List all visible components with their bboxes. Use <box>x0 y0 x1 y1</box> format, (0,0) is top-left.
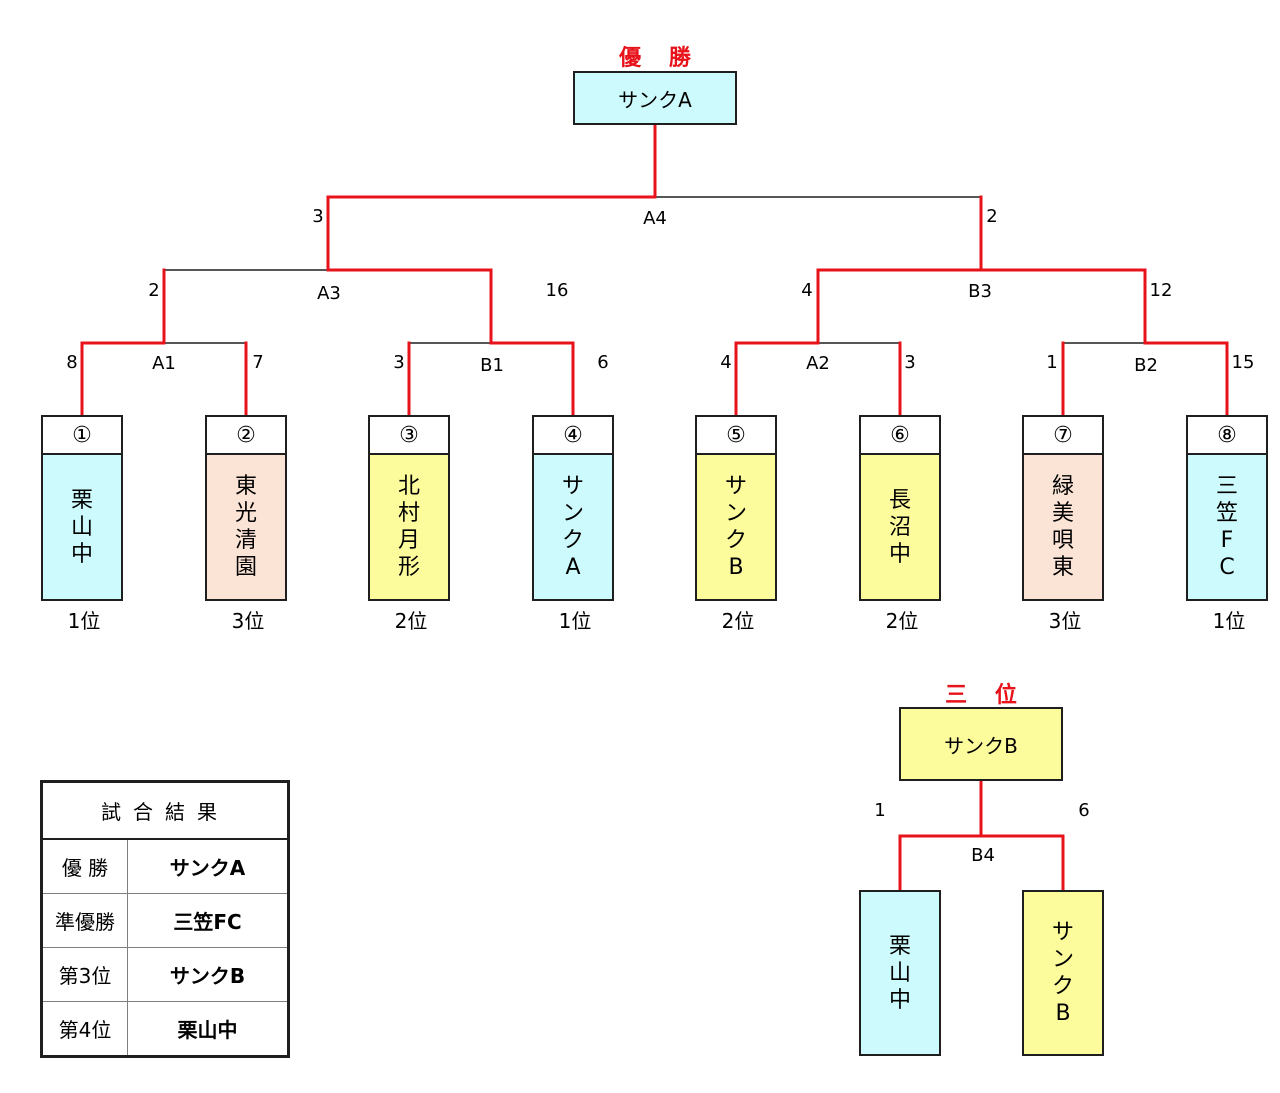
b3-right-score: 12 <box>1149 280 1173 301</box>
result-place: 第3位 <box>41 947 128 1002</box>
third-place-box: サンクB <box>899 707 1063 781</box>
team-number: ⑥ <box>859 415 941 453</box>
team-card: ⑥ 長 沼 中 <box>859 415 941 601</box>
b1-left-score: 3 <box>393 352 405 373</box>
team-rank: 2位 <box>885 609 919 633</box>
team-rank: 2位 <box>394 609 428 633</box>
result-team: サンクB <box>127 947 289 1002</box>
table-row: 優 勝 サンクA <box>41 838 289 894</box>
team-card: ③ 北 村 月 形 <box>368 415 450 601</box>
a1-right-score: 7 <box>252 352 264 373</box>
b4-left-score: 1 <box>874 800 886 821</box>
team-name: 栗 山 中 <box>41 453 123 601</box>
team-name: 緑 美 唄 東 <box>1022 453 1104 601</box>
a3-right-score: 16 <box>545 280 569 301</box>
team-rank: 1位 <box>1212 609 1246 633</box>
team-name: サ ン ク B <box>695 453 777 601</box>
b3-left-score: 4 <box>801 280 813 301</box>
a2-left-score: 4 <box>720 352 732 373</box>
champion-box: サンクA <box>573 71 737 125</box>
a1-left-score: 8 <box>66 352 78 373</box>
a4-right-score: 2 <box>986 206 998 227</box>
b2-left-score: 1 <box>1046 352 1058 373</box>
team-rank: 2位 <box>721 609 755 633</box>
third-match-team: 栗 山 中 <box>859 890 941 1056</box>
a4-left-score: 3 <box>312 206 324 227</box>
team-card: ⑤ サ ン ク B <box>695 415 777 601</box>
results-header: 試合結果 <box>41 781 289 840</box>
team-name: 東 光 清 園 <box>205 453 287 601</box>
b2-right-score: 15 <box>1231 352 1255 373</box>
result-team: 栗山中 <box>127 1001 289 1057</box>
results-table: 試合結果 優 勝 サンクA 準優勝 三笠FC 第3位 サンクB 第4位 栗山中 <box>40 780 290 1058</box>
team-card: ⑦ 緑 美 唄 東 <box>1022 415 1104 601</box>
third-match-team: サ ン ク B <box>1022 890 1104 1056</box>
team-rank: 1位 <box>558 609 592 633</box>
b4-right-score: 6 <box>1078 800 1090 821</box>
b3-label: B3 <box>968 281 992 302</box>
team-number: ① <box>41 415 123 453</box>
team-number: ⑦ <box>1022 415 1104 453</box>
team-name: サ ン ク A <box>532 453 614 601</box>
a2-label: A2 <box>806 353 830 374</box>
result-place: 準優勝 <box>41 893 128 948</box>
result-place: 第4位 <box>41 1001 128 1057</box>
a4-label: A4 <box>643 208 667 229</box>
result-place: 優 勝 <box>41 838 128 894</box>
team-rank: 3位 <box>1048 609 1082 633</box>
b4-label: B4 <box>971 845 995 866</box>
table-row: 準優勝 三笠FC <box>41 893 289 948</box>
team-card: ① 栗 山 中 <box>41 415 123 601</box>
team-name: 三 笠 F C <box>1186 453 1268 601</box>
a3-label: A3 <box>317 283 341 304</box>
a1-label: A1 <box>152 353 176 374</box>
team-number: ③ <box>368 415 450 453</box>
team-number: ② <box>205 415 287 453</box>
third-place-title: 三 位 <box>945 683 1027 708</box>
team-card: ② 東 光 清 園 <box>205 415 287 601</box>
team-number: ④ <box>532 415 614 453</box>
b2-label: B2 <box>1134 355 1158 376</box>
b1-label: B1 <box>480 355 504 376</box>
table-row: 第3位 サンクB <box>41 947 289 1002</box>
team-name: 長 沼 中 <box>859 453 941 601</box>
team-number: ⑧ <box>1186 415 1268 453</box>
team-card: ④ サ ン ク A <box>532 415 614 601</box>
champion-title: 優 勝 <box>619 46 701 71</box>
a2-right-score: 3 <box>904 352 916 373</box>
result-team: サンクA <box>127 838 289 894</box>
team-number: ⑤ <box>695 415 777 453</box>
team-rank: 3位 <box>231 609 265 633</box>
team-rank: 1位 <box>67 609 101 633</box>
table-row: 第4位 栗山中 <box>41 1001 289 1057</box>
a3-left-score: 2 <box>148 280 160 301</box>
team-name: 北 村 月 形 <box>368 453 450 601</box>
result-team: 三笠FC <box>127 893 289 948</box>
b1-right-score: 6 <box>597 352 609 373</box>
team-card: ⑧ 三 笠 F C <box>1186 415 1268 601</box>
